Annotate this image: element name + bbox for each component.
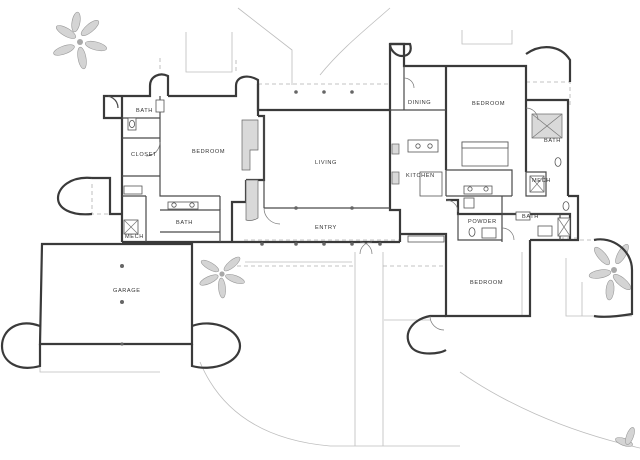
room-label-entry: ENTRY	[315, 225, 337, 231]
room-label-mech-e: MECH	[532, 178, 551, 184]
interior-walls	[122, 66, 570, 242]
room-label-bedroom-se: BEDROOM	[470, 280, 503, 286]
room-labels: BATH CLOSET BEDROOM BATH MECH GARAGE LIV…	[113, 100, 561, 294]
room-label-bath-w: BATH	[176, 220, 193, 226]
room-label-bedroom-w: BEDROOM	[192, 149, 225, 155]
room-label-mech-w: MECH	[125, 234, 144, 240]
room-label-bath-e: BATH	[522, 214, 539, 220]
room-label-kitchen: KITCHEN	[406, 173, 435, 179]
room-label-garage: GARAGE	[113, 288, 141, 294]
curved-garden-walls	[0, 42, 634, 369]
site-lines	[39, 7, 640, 449]
room-label-bath-nw: BATH	[136, 108, 153, 114]
palm-tree-se	[615, 427, 635, 447]
room-label-living: LIVING	[315, 160, 337, 166]
palm-tree-court	[199, 256, 245, 299]
exterior-walls	[38, 42, 580, 346]
room-label-dining: DINING	[408, 100, 431, 106]
room-label-powder: POWDER	[468, 219, 497, 225]
door-swings	[145, 77, 539, 331]
palm-tree-e	[588, 243, 632, 301]
room-label-closet: CLOSET	[131, 152, 157, 158]
room-label-bath-ne: BATH	[544, 138, 561, 144]
fixtures	[123, 99, 571, 243]
room-label-bedroom-ne: BEDROOM	[472, 101, 505, 107]
palm-tree-nw	[53, 11, 107, 70]
columns	[120, 90, 382, 346]
